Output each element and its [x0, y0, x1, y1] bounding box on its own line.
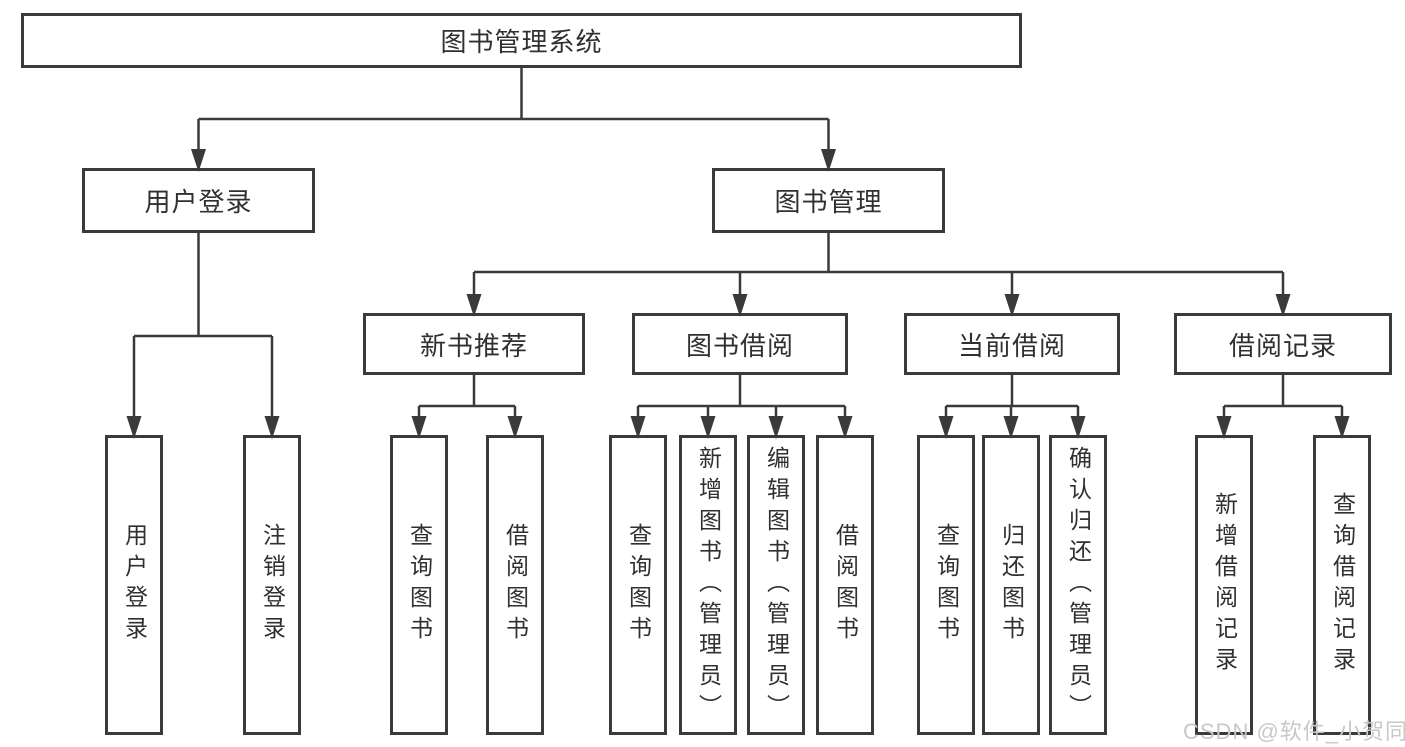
- node-user-login-label: 用户登录: [144, 187, 253, 217]
- node-book-borrow: 图书借阅: [632, 313, 848, 375]
- leaf-borrow-books: 借阅图书: [816, 435, 874, 735]
- node-current-borrow: 当前借阅: [904, 313, 1120, 375]
- leaf-query-books-label: 查询图书: [625, 523, 652, 647]
- leaf-query-borrow-record-label: 查询借阅记录: [1329, 492, 1356, 678]
- leaf-borrow-books: 借阅图书: [486, 435, 544, 735]
- node-new-book-recommend: 新书推荐: [363, 313, 585, 375]
- csdn-watermark: CSDN @软件_小贺同学: [1183, 719, 1405, 744]
- leaf-user-login-label: 用户登录: [121, 523, 148, 647]
- leaf-query-books: 查询图书: [609, 435, 667, 735]
- node-borrow-records: 借阅记录: [1174, 313, 1392, 375]
- leaf-confirm-return-admin: 确认归还（管理员）: [1049, 435, 1107, 735]
- node-borrow-records-label: 借阅记录: [1228, 330, 1337, 361]
- leaf-borrow-books-label: 借阅图书: [502, 523, 529, 647]
- leaf-return-books-label: 归还图书: [998, 523, 1025, 647]
- leaf-borrow-books-label: 借阅图书: [832, 523, 859, 647]
- leaf-confirm-return-admin-label: 确认归还（管理员）: [1065, 445, 1092, 725]
- leaf-logout: 注销登录: [243, 435, 301, 735]
- node-new-book-recommend-label: 新书推荐: [419, 330, 528, 361]
- leaf-edit-books-admin-label: 编辑图书（管理员）: [763, 445, 790, 725]
- leaf-query-books: 查询图书: [917, 435, 975, 735]
- connector-mgmt-to-level2: [466, 233, 1291, 317]
- node-book-management-label: 图书管理: [774, 187, 883, 217]
- leaf-return-books: 归还图书: [982, 435, 1040, 735]
- leaf-add-books-admin: 新增图书（管理员）: [679, 435, 737, 735]
- leaf-add-borrow-record: 新增借阅记录: [1195, 435, 1253, 735]
- node-book-borrow-label: 图书借阅: [685, 330, 794, 361]
- leaf-query-books: 查询图书: [390, 435, 448, 735]
- leaf-query-books-label: 查询图书: [406, 523, 433, 647]
- leaf-add-borrow-record-label: 新增借阅记录: [1211, 492, 1238, 678]
- leaf-user-login: 用户登录: [105, 435, 163, 735]
- connector-current-to-leaves: [938, 375, 1086, 439]
- connector-records-to-leaves: [1216, 375, 1350, 439]
- leaf-logout-label: 注销登录: [259, 523, 286, 647]
- node-book-management: 图书管理: [712, 168, 945, 233]
- node-library-system: 图书管理系统: [21, 13, 1022, 68]
- connector-borrow-to-leaves: [630, 375, 853, 439]
- connector-newbook-to-leaves: [411, 375, 523, 439]
- node-user-login: 用户登录: [82, 168, 315, 233]
- leaf-add-books-admin-label: 新增图书（管理员）: [695, 445, 722, 725]
- leaf-query-books-label: 查询图书: [933, 523, 960, 647]
- node-current-borrow-label: 当前借阅: [957, 330, 1066, 361]
- leaf-query-borrow-record: 查询借阅记录: [1313, 435, 1371, 735]
- node-library-system-label: 图书管理系统: [440, 27, 603, 57]
- connector-user-login-to-leaves: [126, 233, 280, 439]
- leaf-edit-books-admin: 编辑图书（管理员）: [747, 435, 805, 735]
- connector-root-to-level1: [191, 68, 836, 172]
